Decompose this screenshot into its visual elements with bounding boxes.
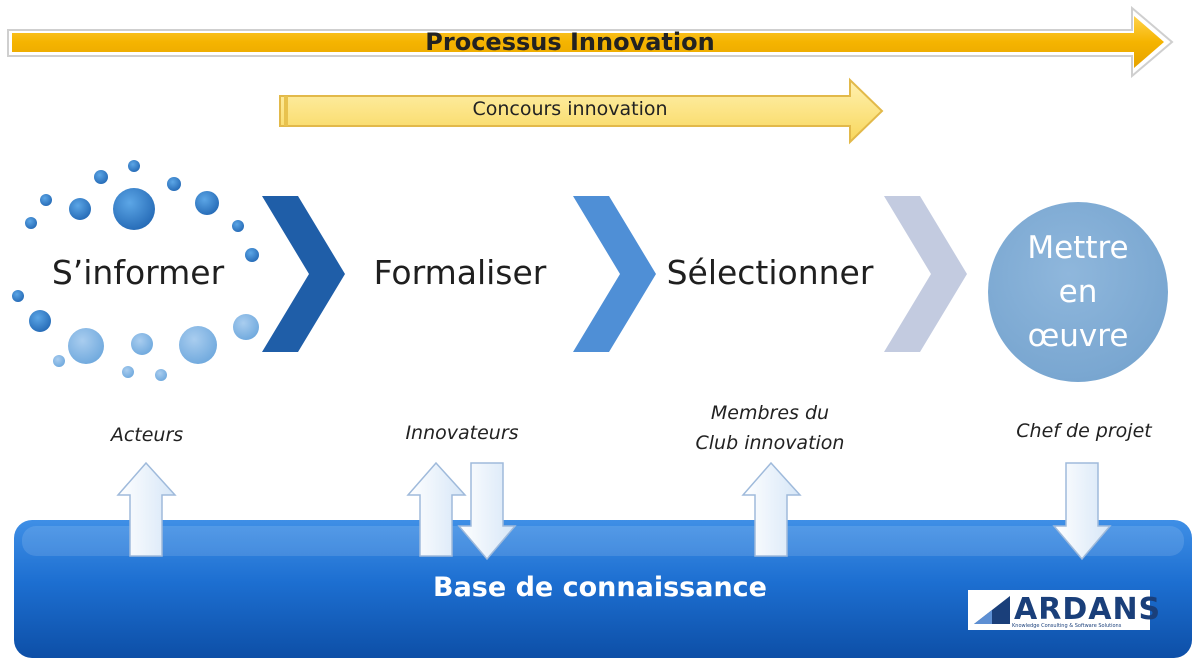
step-selectionner: Sélectionner bbox=[666, 253, 874, 292]
role-acteurs: Acteurs bbox=[110, 424, 184, 446]
process-title: Processus Innovation bbox=[425, 28, 715, 56]
step-mettre-en-oeuvre-label: Mettre en œuvre bbox=[1027, 230, 1129, 354]
ardans-logo-icon: ARDANS Knowledge Consulting & Software S… bbox=[968, 590, 1160, 630]
arrow-up-icon bbox=[116, 461, 177, 557]
step-formaliser: Formaliser bbox=[373, 253, 547, 292]
arrow-up-icon bbox=[741, 461, 802, 557]
knowledge-base-label: Base de connaissance bbox=[433, 572, 767, 603]
step-sinformer: S’informer bbox=[51, 253, 225, 292]
step-mettre-en-oeuvre: Mettre en œuvre bbox=[988, 202, 1168, 382]
arrow-up-icon bbox=[406, 461, 467, 557]
role-chef-de-projet: Chef de projet bbox=[1016, 420, 1152, 442]
logo-name: ARDANS bbox=[1014, 592, 1162, 627]
logo-mark-icon bbox=[974, 596, 1010, 624]
knowledge-base-box bbox=[14, 520, 1192, 658]
dot-cloud-icon bbox=[12, 160, 259, 381]
chevron-right-icon bbox=[262, 196, 345, 352]
contest-arrow bbox=[279, 77, 884, 145]
role-membres-club: Membres du Club innovation bbox=[695, 402, 845, 454]
contest-title: Concours innovation bbox=[472, 98, 668, 120]
arrow-down-icon bbox=[457, 462, 517, 561]
logo-tagline: Knowledge Consulting & Software Solution… bbox=[1012, 623, 1122, 629]
arrow-down-icon bbox=[1052, 462, 1112, 561]
role-innovateurs: Innovateurs bbox=[405, 422, 519, 444]
chevron-right-icon bbox=[573, 196, 656, 352]
chevron-right-icon bbox=[884, 196, 967, 352]
